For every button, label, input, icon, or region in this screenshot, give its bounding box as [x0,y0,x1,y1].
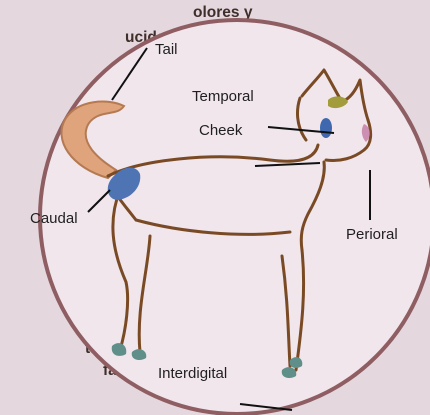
diagram-circle [40,20,430,414]
cheek-gland [320,118,332,138]
label-temporal: Temporal [192,88,254,105]
label-caudal: Caudal [30,210,78,227]
label-interdigital: Interdigital [158,365,227,382]
label-tail: Tail [155,41,178,58]
label-perioral: Perioral [346,226,398,243]
label-cheek: Cheek [199,122,243,139]
